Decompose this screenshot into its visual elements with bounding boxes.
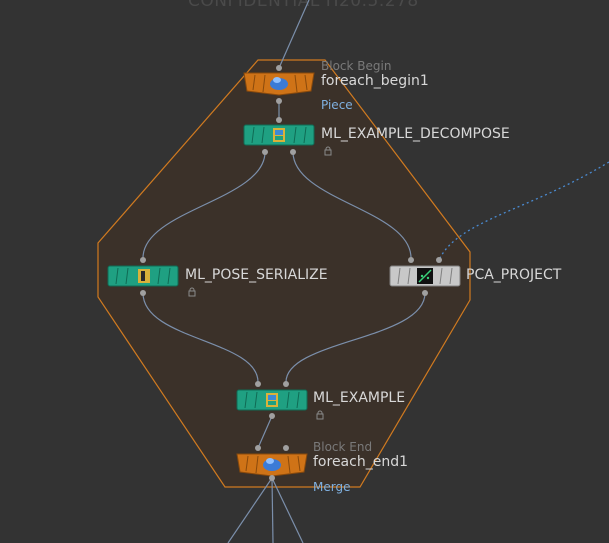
- input-port[interactable]: [276, 117, 282, 123]
- node-name-label[interactable]: PCA_PROJECT: [466, 267, 562, 283]
- node-pca-project[interactable]: [389, 257, 461, 296]
- node-name-label[interactable]: ML_EXAMPLE_DECOMPOSE: [321, 126, 510, 142]
- node-ml-example[interactable]: [236, 381, 308, 419]
- node-type-label: Block Begin: [321, 59, 392, 73]
- foreach-end-icon: [263, 458, 281, 471]
- wire-out-1: [227, 477, 273, 543]
- input-port-2[interactable]: [283, 445, 289, 451]
- output-port-1[interactable]: [262, 149, 268, 155]
- wire-decompose-serialize: [142, 151, 266, 259]
- input-port-1[interactable]: [255, 445, 261, 451]
- node-ml-pose-serialize[interactable]: [107, 257, 179, 296]
- output-port[interactable]: [269, 475, 275, 481]
- ml-package-icon: [273, 128, 285, 142]
- node-foreach-end[interactable]: [236, 445, 308, 481]
- node-type-label: Block End: [313, 440, 373, 454]
- node-name-label[interactable]: ML_POSE_SERIALIZE: [185, 267, 328, 283]
- wire-mlexample-end: [257, 415, 273, 449]
- ml-serialize-icon: [138, 269, 150, 283]
- output-port[interactable]: [276, 98, 282, 104]
- input-port-2[interactable]: [283, 381, 289, 387]
- node-mode-label: Merge: [313, 480, 351, 494]
- wire-dotted-pca: [439, 161, 609, 259]
- input-port[interactable]: [140, 257, 146, 263]
- node-name-label[interactable]: foreach_end1: [313, 454, 408, 470]
- wire-decompose-pca: [292, 151, 412, 259]
- node-mode-label: Piece: [321, 98, 353, 112]
- wire-pca-mlexample: [285, 292, 426, 383]
- lock-icon: [316, 410, 324, 420]
- output-port-2[interactable]: [290, 149, 296, 155]
- node-name-label[interactable]: ML_EXAMPLE: [313, 390, 406, 406]
- foreach-block-region: [97, 59, 471, 488]
- output-port[interactable]: [422, 290, 428, 296]
- wire-out-2: [271, 477, 274, 543]
- input-port-1[interactable]: [408, 257, 414, 263]
- pca-project-icon: [417, 268, 433, 284]
- node-name-label[interactable]: foreach_begin1: [321, 73, 429, 89]
- input-port-2[interactable]: [436, 257, 442, 263]
- lock-icon: [324, 146, 332, 156]
- ml-package-icon: [266, 393, 278, 407]
- input-port-1[interactable]: [255, 381, 261, 387]
- node-ml-example-decompose[interactable]: [243, 117, 315, 155]
- wire-out-3: [271, 477, 304, 543]
- foreach-begin-icon: [270, 77, 288, 90]
- watermark: CONFIDENTIAL H20.5.278: [188, 0, 419, 11]
- input-port[interactable]: [276, 65, 282, 71]
- output-port[interactable]: [140, 290, 146, 296]
- output-port[interactable]: [269, 413, 275, 419]
- wire-serialize-mlexample: [142, 292, 259, 383]
- node-foreach-begin[interactable]: [243, 65, 315, 104]
- wire-input-begin: [278, 0, 310, 69]
- lock-icon: [188, 287, 196, 297]
